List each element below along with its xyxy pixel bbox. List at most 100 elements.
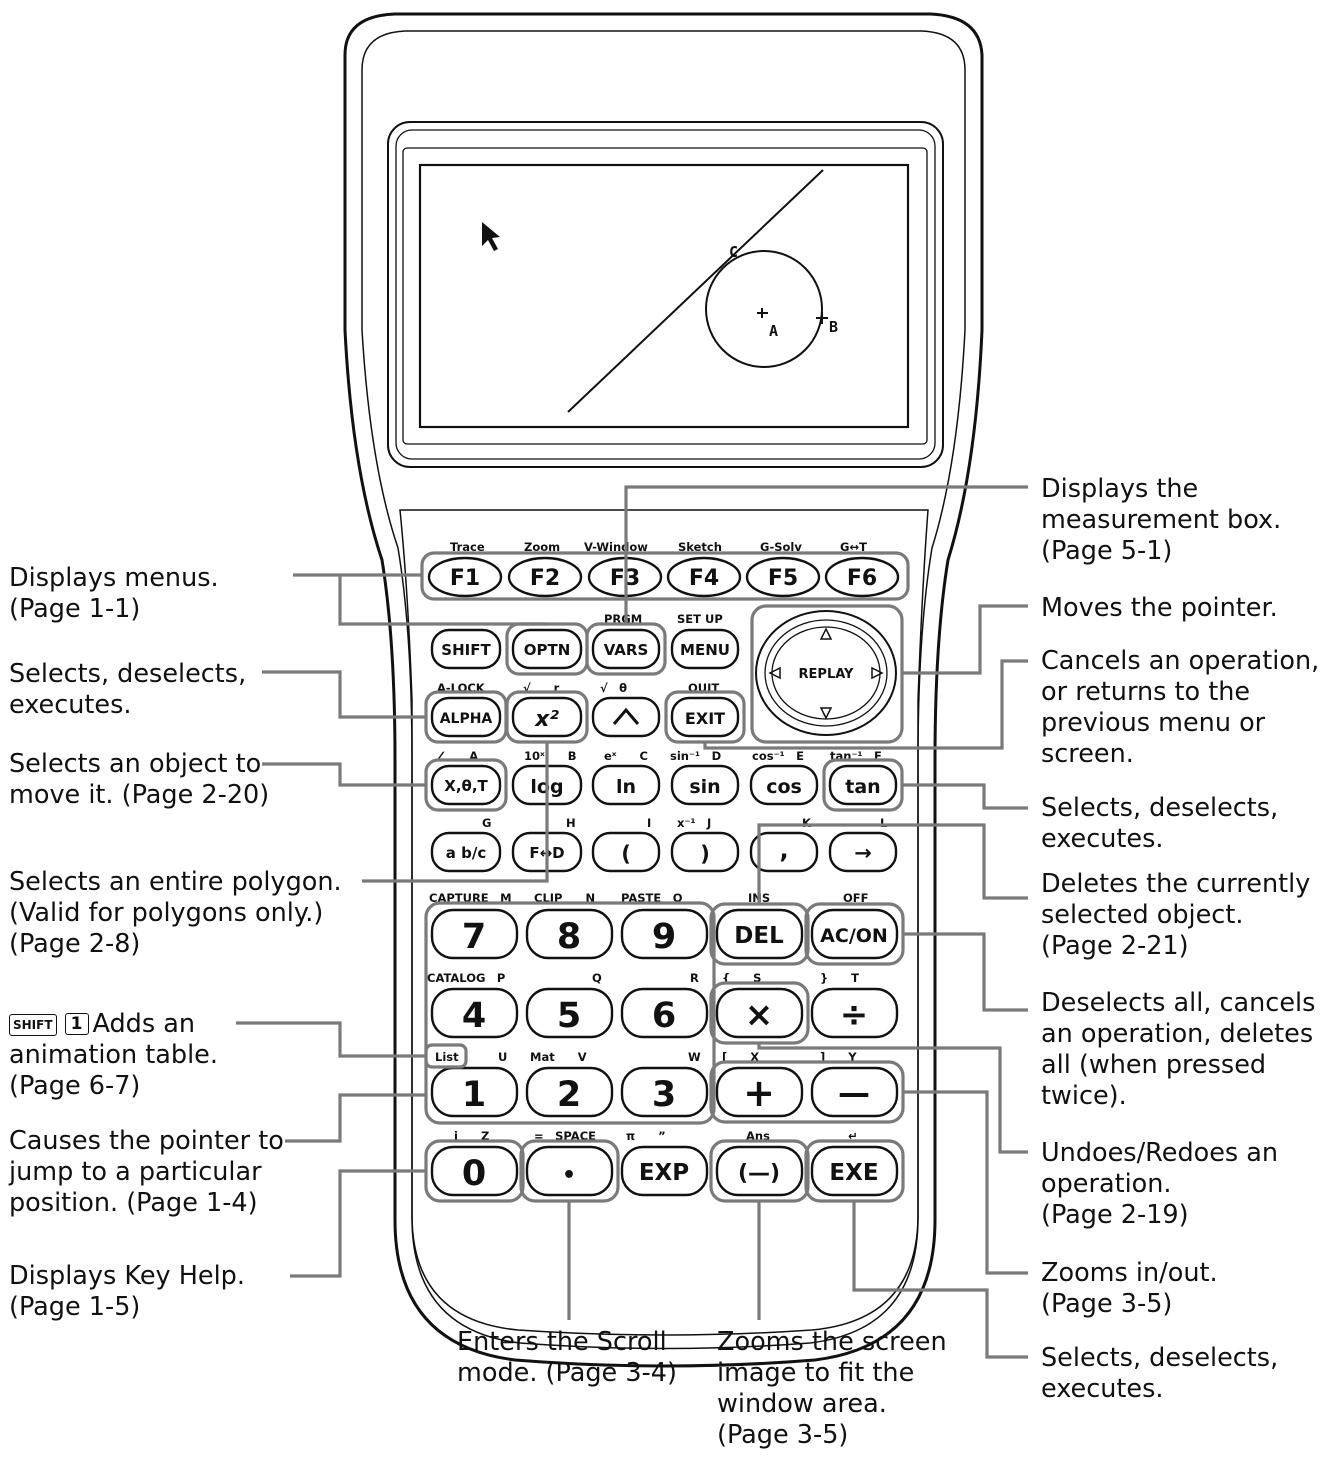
digit-0-key[interactable]: 0 [430,1145,519,1197]
digit-9-key[interactable]: 9 [620,908,709,960]
replay-pad[interactable]: REPLAY [755,610,897,736]
svg-text:): ) [700,842,710,866]
exp-key[interactable]: EXP [620,1145,709,1197]
negative-key[interactable]: (—) [715,1145,804,1197]
sin-key[interactable]: sin [670,764,740,806]
digit-7-key[interactable]: 7 [430,908,519,960]
cos-key[interactable]: cos [749,764,819,806]
replay-up-icon[interactable] [819,627,833,640]
svg-text:9: 9 [652,917,676,957]
digit-6-key[interactable]: 6 [620,987,709,1039]
f4-key[interactable]: F4 [666,556,742,598]
digit-8-key[interactable]: 8 [525,908,614,960]
log-above-label: 10ˣ B [524,749,577,763]
exit-key[interactable]: EXIT [670,696,740,738]
f1-key[interactable]: F1 [427,556,503,598]
svg-text:7: 7 [462,917,486,957]
replay-right-icon[interactable] [871,666,884,680]
svg-text:0: 0 [462,1154,486,1194]
callout-zoom-io: Zooms in/out. (Page 3-5) [1041,1258,1218,1319]
ln-key[interactable]: ln [591,764,661,806]
callout-select-tan: Selects, deselects, executes. [1041,793,1279,854]
svg-text:AC/ON: AC/ON [820,925,888,947]
digit-3-key[interactable]: 3 [620,1066,709,1118]
digit-5-key[interactable]: 5 [525,987,614,1039]
exe-key[interactable]: EXE [810,1145,899,1197]
svg-text:2: 2 [557,1075,581,1115]
vars-key[interactable]: VARS [591,628,661,670]
fd-above-label: H [566,816,576,830]
lparen-key[interactable]: ( [591,831,661,873]
svg-text:(—): (—) [738,1161,780,1186]
replay-down-icon[interactable] [819,707,833,720]
sin-above-label: sin⁻¹ D [670,749,721,763]
callout-menus: Displays menus. (Page 1-1) [9,563,219,624]
lead-polygon [362,742,549,883]
alpha-key[interactable]: ALPHA [430,696,502,738]
abc-above-label: G [482,816,491,830]
callout-object-move: Selects an object to move it. (Page 2-20… [9,749,270,810]
shift-key[interactable]: SHIFT [430,628,502,670]
replay-left-icon[interactable] [768,666,781,680]
svg-text:a b/c: a b/c [446,844,486,862]
del-key[interactable]: DEL [715,908,804,960]
f3-above-label: V-Window [584,540,648,554]
f2-key[interactable]: F2 [507,556,583,598]
optn-key[interactable]: OPTN [511,628,583,670]
callout-select-exe: Selects, deselects, executes. [1041,1343,1279,1404]
ac-on-key[interactable]: AC/ON [810,908,899,960]
body-keypad-outline [399,509,929,1336]
svg-text:F6: F6 [847,566,877,591]
leader-lines [236,485,1028,1359]
digit-1-key[interactable]: 1 [430,1066,519,1118]
lead-deselect [903,932,1028,1012]
rparen-key[interactable]: ) [670,831,740,873]
tan-key[interactable]: tan [828,764,898,806]
svg-text:sin: sin [689,776,720,798]
screen-point-a [757,308,768,318]
multiply-key[interactable]: × [715,987,804,1039]
svg-text:EXP: EXP [639,1160,689,1186]
svg-text:•: • [562,1163,576,1188]
f5-key[interactable]: F5 [745,556,821,598]
callout-undo: Undoes/Redoes an operation. (Page 2-19) [1041,1138,1279,1230]
f6-key[interactable]: F6 [824,556,900,598]
screen-geometry [567,169,824,413]
callout-deselect-all: Deselects all, cancels an operation, del… [1041,988,1316,1111]
lead-pointer [902,604,1028,675]
divide-key[interactable]: ÷ [810,987,899,1039]
digit-2-key[interactable]: 2 [525,1066,614,1118]
body-inner-outline [361,30,966,1350]
comma-above-label: K [802,816,812,830]
lead-delete [757,823,1028,904]
xthetat-key[interactable]: X,θ,T [430,764,502,806]
x-squared-key[interactable]: x² [511,696,583,738]
svg-text:×: × [745,995,774,1035]
svg-text:F1: F1 [450,566,480,591]
menu-key[interactable]: MENU [670,628,740,670]
fraction-key[interactable]: a b/c [430,831,502,873]
replay-label: REPLAY [799,667,855,682]
lcd-screen [418,163,910,429]
digit-4-key[interactable]: 4 [430,987,519,1039]
callout-scroll: Enters the Scroll mode. (Page 3-4) [457,1327,677,1388]
svg-text:ln: ln [616,776,636,798]
k3-above-label: W [688,1050,701,1064]
screen-frame [402,147,928,445]
callout-measurement: Displays the measurement box. (Page 5-1) [1041,474,1282,566]
svg-text:ALPHA: ALPHA [440,711,493,727]
callout-jump: Causes the pointer to jump to a particul… [9,1126,284,1218]
minus-key[interactable]: — [810,1066,899,1118]
exp-above-label: π ” [626,1129,666,1143]
lead-undo [757,1043,1028,1154]
svg-text:VARS: VARS [604,641,649,659]
svg-text:4: 4 [462,996,486,1036]
power-key[interactable] [591,696,661,738]
svg-text:OPTN: OPTN [524,641,571,659]
svg-text:F5: F5 [768,566,798,591]
comma-key[interactable]: , [749,831,819,873]
decimal-point-key[interactable]: • [525,1145,614,1197]
store-arrow-key[interactable]: → [828,831,898,873]
plus-key[interactable]: + [715,1066,804,1118]
